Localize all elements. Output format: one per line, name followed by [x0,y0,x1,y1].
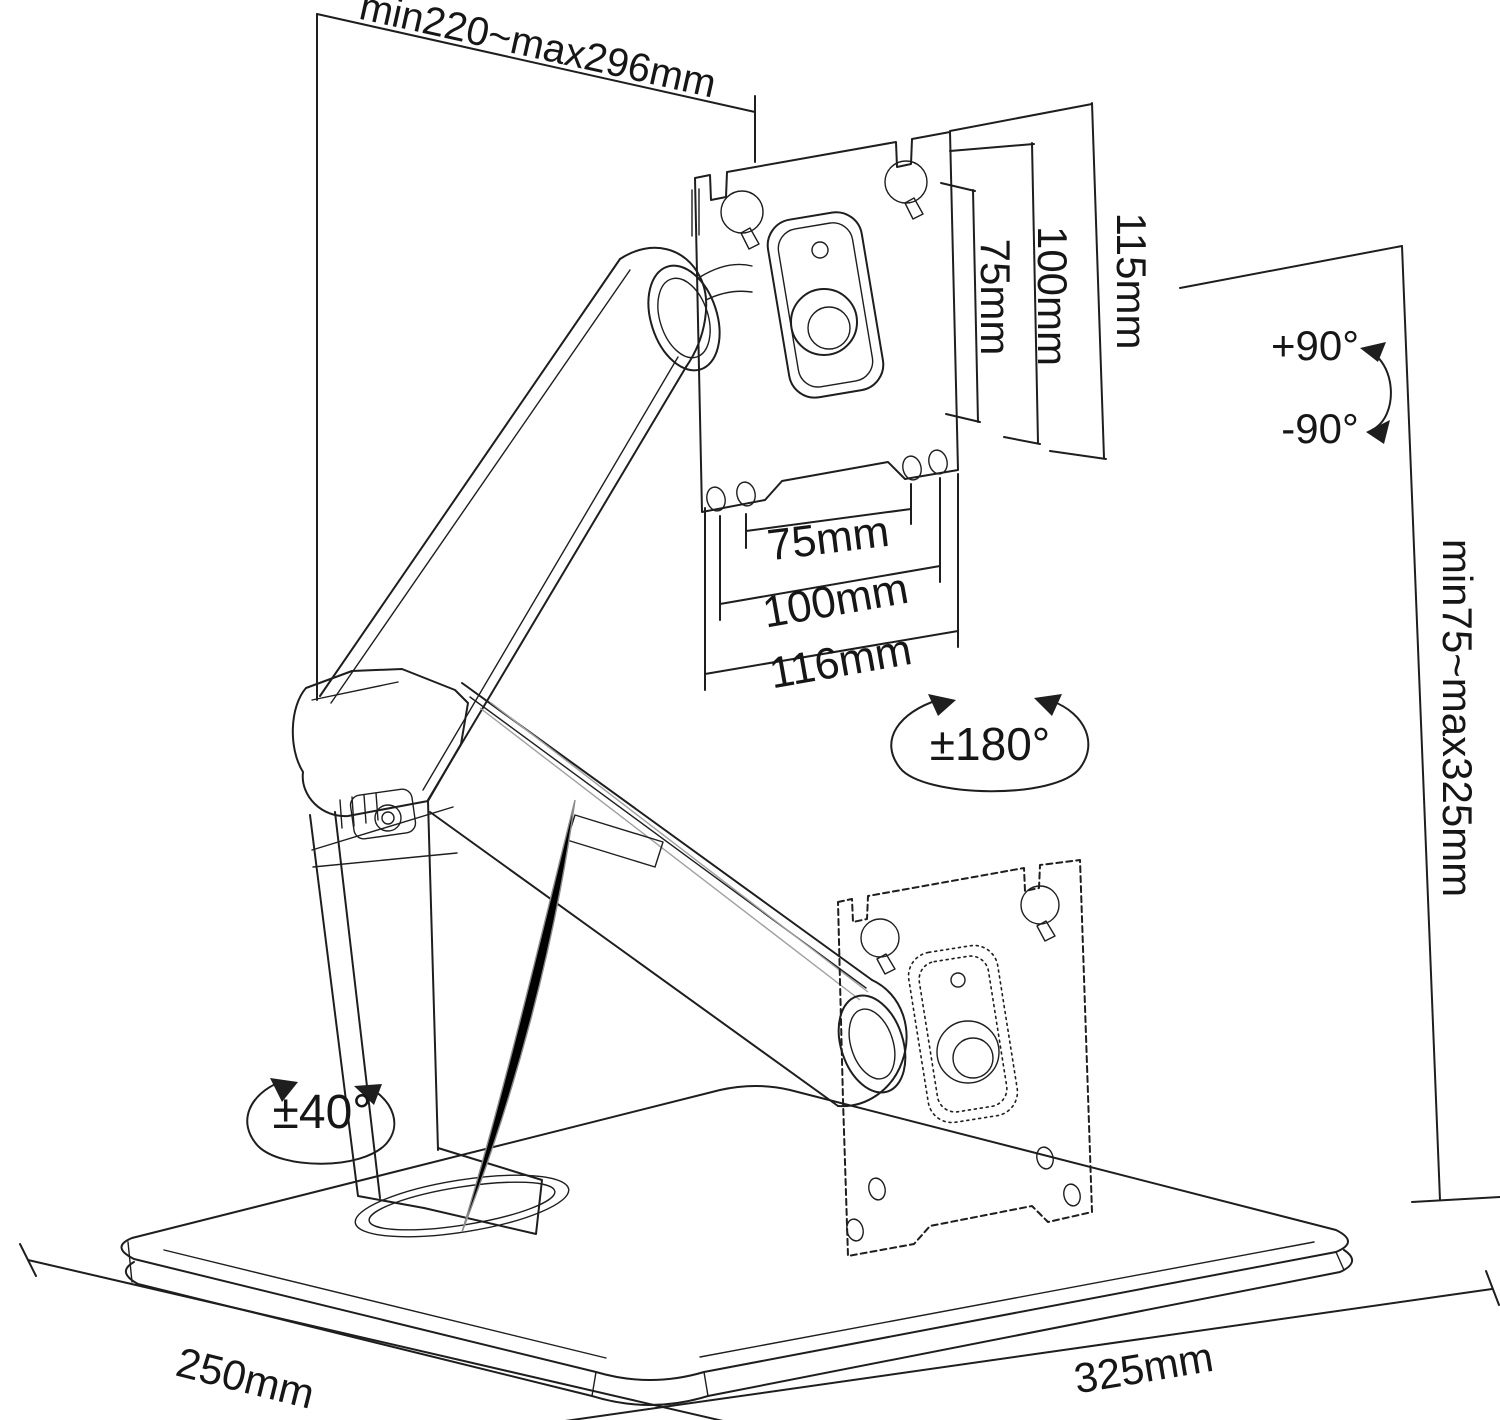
dim-label-vesa-horizontal-100: 100mm [759,564,912,638]
label-rotation-plus-90: +90° [1271,322,1359,369]
base-rotation-arrow [246,1078,396,1165]
elbow-hinge-housing [291,668,469,840]
dim-label-vesa-vertical-75: 75mm [972,239,1019,356]
upper-arm [319,246,753,801]
label-swivel-180: ±180° [930,718,1050,770]
dim-label-base-depth: 250mm [172,1338,319,1417]
lower-plate-bottom-holes [846,1146,1081,1242]
dim-label-vesa-vertical-100: 100mm [1029,226,1076,366]
top-plate-center-boss [766,211,885,399]
lower-plate-keyhole-upper-left [860,918,900,975]
dimension-vesa-vertical [940,102,1107,460]
dim-label-vesa-horizontal-75: 75mm [765,507,892,571]
dim-label-top-width: min220~max296mm [356,0,720,106]
dim-label-vesa-horizontal-116: 116mm [766,625,916,698]
arm-swing-ghost-outline [461,799,576,1233]
dimension-vesa-horizontal [704,473,959,691]
dimension-height-range [1179,245,1500,1203]
top-plate-bottom-holes [706,449,948,512]
riser-column [309,800,543,1235]
dimension-base-bottom [19,1243,1500,1420]
base-plate [120,1085,1353,1406]
tilt-rotation-arrow [1360,342,1392,444]
upper-hinge-joint [647,263,753,372]
lowered-arm [429,682,908,1108]
dim-label-vesa-vertical-115: 115mm [1108,213,1155,350]
top-plate-keyhole-upper-left [720,190,764,250]
top-vesa-plate [691,131,959,513]
lower-vesa-plate [837,859,1093,1257]
dim-label-base-width: 325mm [1071,1333,1217,1402]
label-rotation-minus-90: -90° [1281,405,1359,452]
swivel-rotation-arrow [890,694,1090,793]
dim-label-height-range: min75~max325mm [1434,539,1481,897]
label-base-swivel-40: ±40° [273,1086,372,1139]
lower-plate-center-boss [907,944,1019,1124]
top-plate-keyhole-upper-right [884,160,928,220]
lower-plate-keyhole-upper-right [1020,885,1060,942]
dimension-top-width [316,13,756,701]
